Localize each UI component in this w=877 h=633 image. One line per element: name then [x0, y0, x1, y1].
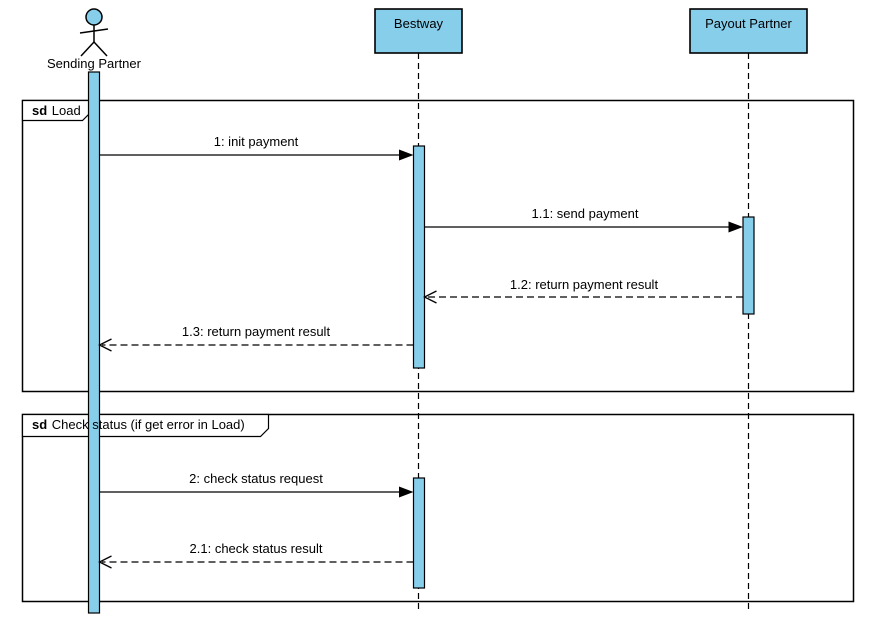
return-arrowhead-icon — [98, 338, 112, 352]
frame-load-pentagon — [21, 99, 92, 122]
frame-operator: sd — [32, 417, 48, 432]
frame-check-status — [21, 413, 855, 603]
return-arrowhead-icon — [98, 555, 112, 569]
message-label-init-payment: 1: init payment — [213, 134, 299, 149]
actor-arms — [79, 28, 109, 34]
message-send-payment — [424, 221, 743, 233]
frame-load — [21, 99, 855, 393]
sync-arrowhead-icon — [399, 149, 414, 161]
message-label-return-payment-result-2: 1.3: return payment result — [181, 324, 331, 339]
frame-check-status-pentagon — [21, 413, 270, 438]
frame-title: Check status (if get error in Load) — [51, 417, 245, 432]
message-return-payment-result-to-bestway — [423, 290, 743, 304]
message-label-check-status-result: 2.1: check status result — [189, 541, 323, 556]
message-label-send-payment: 1.1: send payment — [531, 206, 639, 221]
message-check-status-result — [98, 555, 414, 569]
actor-figure — [79, 8, 109, 57]
message-check-status-request — [99, 486, 414, 498]
sync-arrowhead-icon — [728, 221, 743, 233]
frame-title: Load — [51, 103, 81, 118]
actor-head-icon — [85, 8, 103, 26]
message-init-payment — [99, 149, 414, 161]
message-return-payment-result-to-sender — [98, 338, 414, 352]
participant-label-payout-partner: Payout Partner — [705, 16, 792, 31]
participant-label-bestway: Bestway — [393, 16, 444, 31]
activation-payout-partner — [742, 216, 755, 315]
activation-sending-partner — [87, 71, 101, 614]
actor-label: Sending Partner — [47, 56, 141, 71]
activation-bestway-check — [412, 477, 426, 589]
sync-arrowhead-icon — [399, 486, 414, 498]
frame-label-load: sd Load — [32, 103, 81, 118]
return-arrowhead-icon — [423, 290, 437, 304]
message-label-return-payment-result-1: 1.2: return payment result — [509, 277, 659, 292]
participant-box-bestway — [374, 8, 463, 54]
frame-operator: sd — [32, 103, 48, 118]
participant-box-payout-partner — [689, 8, 808, 54]
actor-leg-left — [80, 41, 95, 57]
actor-leg-right — [93, 41, 108, 57]
activation-bestway-load — [412, 145, 426, 369]
message-label-check-status-request: 2: check status request — [189, 471, 323, 486]
frame-label-check-status: sd Check status (if get error in Load) — [32, 417, 245, 432]
